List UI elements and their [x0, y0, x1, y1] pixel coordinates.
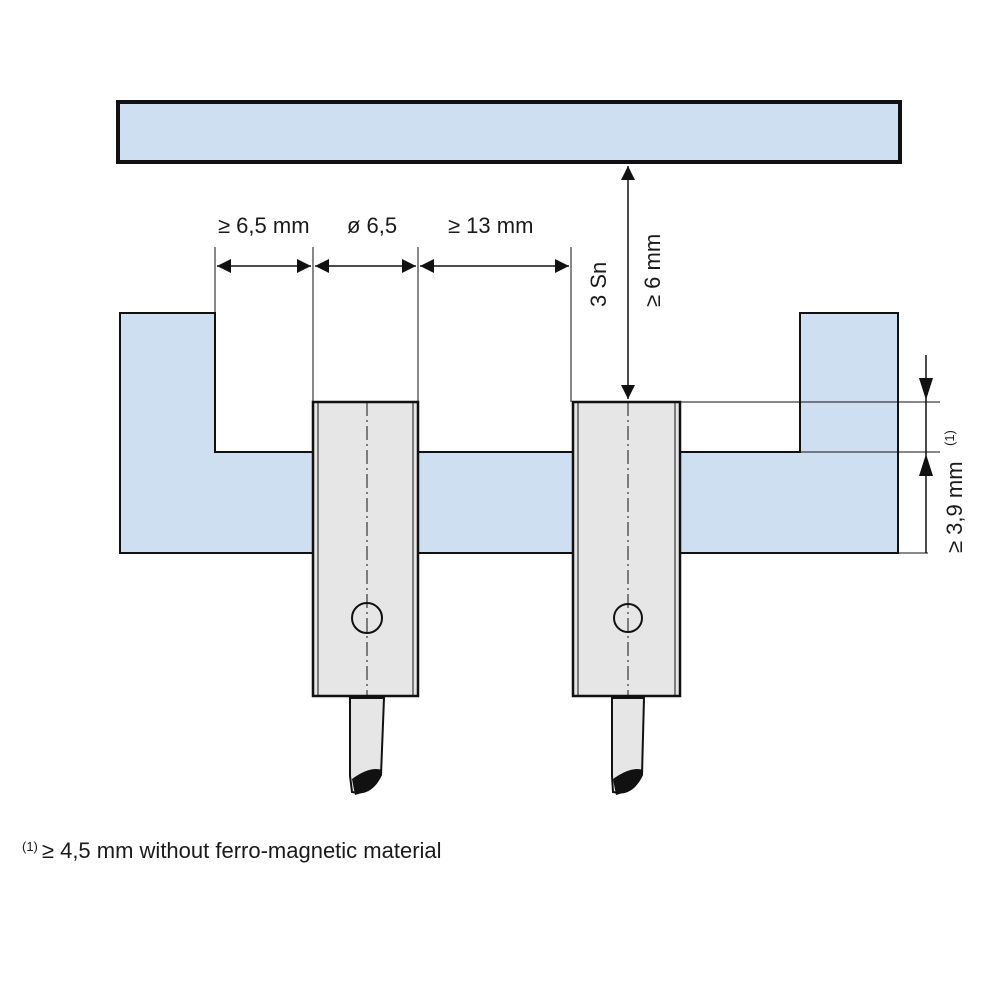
- label-sensing-distance: 3 Sn: [586, 262, 611, 307]
- label-target-distance: ≥ 6 mm: [640, 234, 665, 307]
- dim-protrusion-arrow-bottom: [919, 454, 933, 476]
- label-protrusion: ≥ 3,9 mm: [942, 461, 967, 553]
- label-gap-between: ≥ 13 mm: [448, 213, 533, 238]
- footnote-text: ≥ 4,5 mm without ferro-magnetic material: [41, 838, 442, 863]
- footnote-marker: (1): [22, 839, 38, 854]
- target-plate: [116, 100, 902, 164]
- label-diameter: ø 6,5: [347, 213, 397, 238]
- dim-protrusion-arrow-top: [919, 378, 933, 400]
- sensor-left-body: [311, 400, 420, 698]
- label-gap-left: ≥ 6,5 mm: [218, 213, 310, 238]
- label-protrusion-marker: (1): [942, 430, 957, 446]
- mounting-bracket: [119, 312, 899, 554]
- footnote: (1)≥ 4,5 mm without ferro-magnetic mater…: [22, 838, 442, 864]
- sensor-right-led: [613, 603, 643, 633]
- sensor-left: [311, 400, 420, 795]
- sensor-right: [571, 400, 682, 795]
- sensor-left-cable: [349, 697, 386, 794]
- sensor-right-cable: [611, 697, 646, 794]
- sensor-right-body: [571, 400, 682, 698]
- sensor-left-led: [351, 602, 383, 634]
